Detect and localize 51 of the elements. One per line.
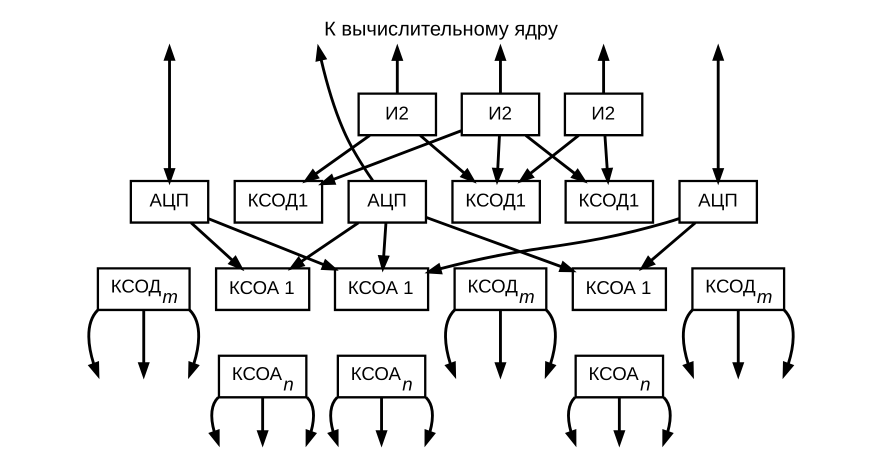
node-box: И2 xyxy=(564,92,644,136)
node-box: И2 xyxy=(357,92,438,136)
arrow xyxy=(208,217,339,271)
arrow xyxy=(682,309,694,380)
arrow xyxy=(613,397,626,448)
arrow xyxy=(256,397,269,448)
arrow xyxy=(492,135,504,186)
arrow xyxy=(378,222,390,273)
node-box: И2 xyxy=(460,92,540,136)
arrow xyxy=(208,396,220,448)
arrow xyxy=(544,309,557,380)
arrow xyxy=(732,310,744,380)
arrow xyxy=(426,216,577,272)
arrow xyxy=(306,396,318,448)
arrow xyxy=(315,44,374,182)
node-box: АЦП xyxy=(678,180,758,224)
arrow xyxy=(424,396,436,448)
node-box: АЦП xyxy=(130,180,210,224)
node-box: КСОА 1 xyxy=(334,267,430,312)
arrow xyxy=(188,309,200,380)
arrow xyxy=(712,44,724,186)
arrow xyxy=(288,222,360,271)
arrow xyxy=(391,44,404,94)
arrow xyxy=(601,135,614,186)
arrow xyxy=(494,44,506,94)
arrow xyxy=(782,309,795,380)
node-box: КСОД1 xyxy=(234,180,324,224)
node-box: КСОД1 xyxy=(564,180,654,224)
arrow xyxy=(87,309,100,380)
node-box: АЦП xyxy=(347,180,428,224)
arrow xyxy=(302,134,371,184)
arrow xyxy=(190,222,244,272)
node-box: КСОД1 xyxy=(451,180,541,224)
arrow xyxy=(138,310,150,380)
diagram-title: К вычислительному ядру xyxy=(324,18,558,41)
arrow xyxy=(318,129,462,186)
arrow xyxy=(419,134,477,184)
arrow xyxy=(164,44,176,186)
arrow xyxy=(564,396,576,448)
node-box: КСОА 1 xyxy=(572,267,668,312)
arrow xyxy=(638,222,696,272)
arrow xyxy=(444,309,456,380)
node-box: КСОА 1 xyxy=(214,267,310,312)
arrow xyxy=(327,396,339,448)
arrow xyxy=(518,134,580,184)
arrow xyxy=(524,134,588,184)
arrow xyxy=(424,217,680,274)
arrow xyxy=(662,396,674,448)
arrow xyxy=(598,44,610,94)
arrow xyxy=(376,397,388,448)
arrow xyxy=(494,310,506,380)
